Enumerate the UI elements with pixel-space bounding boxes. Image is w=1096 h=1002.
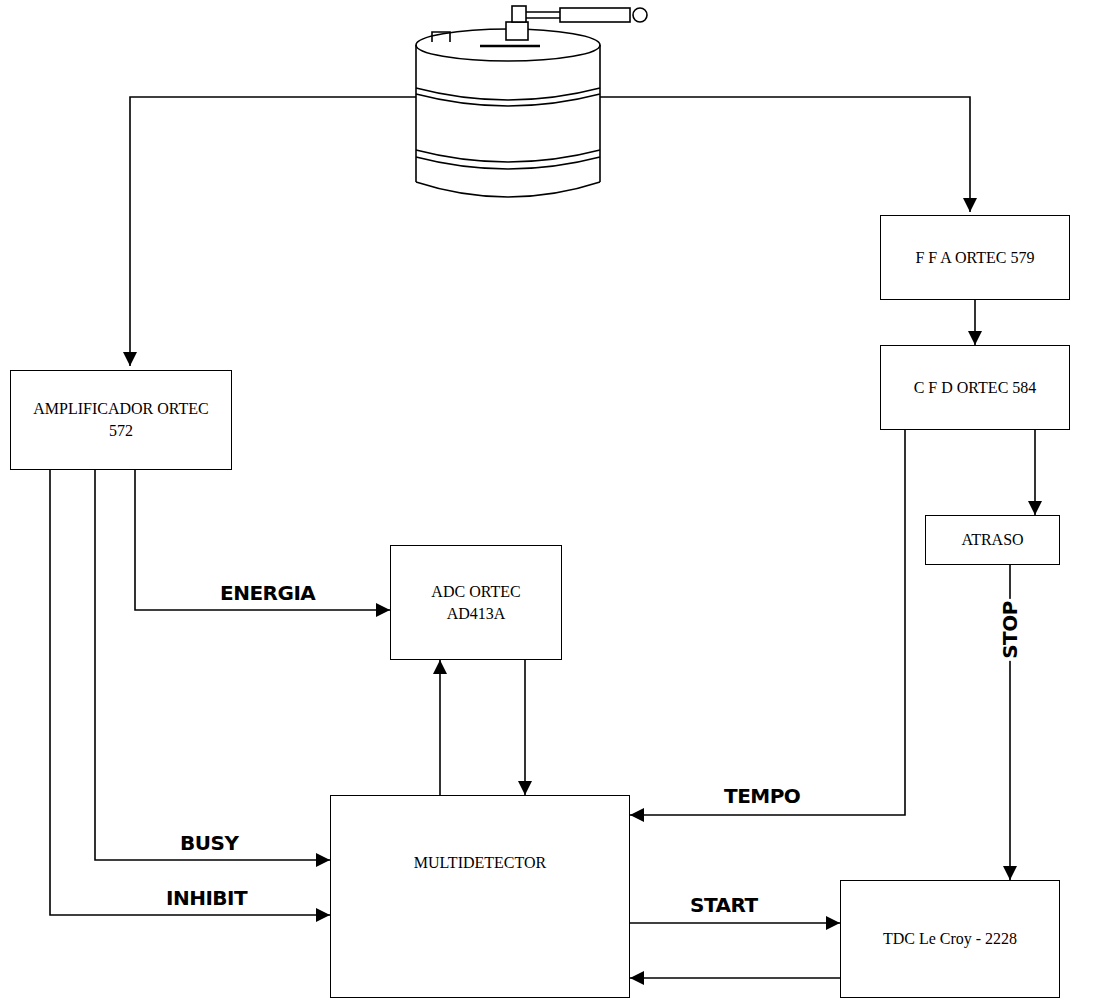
signal-name: INHIBIT [164,886,249,910]
signal-name: BUSY [178,831,240,855]
signal-connector [135,470,390,610]
tdc-box: TDC Le Croy - 2228 [840,880,1060,998]
box-label: AMPLIFICADOR ORTEC 572 [21,398,221,441]
signal-connector [630,430,905,815]
signal-connector [1034,430,1036,515]
signal-name: STOP [998,599,1022,661]
signal-connector [524,660,526,795]
adc-box: ADC ORTEC AD413A [390,545,562,660]
delay-box: ATRASO [925,515,1060,565]
signal-connector [974,300,976,345]
signal-name: ENERGIA [218,581,317,605]
signal-connector [630,977,840,979]
detector-drawing [416,6,647,197]
box-label: ADC ORTEC AD413A [401,581,551,624]
box-label: ATRASO [961,529,1023,551]
amplifier-box: AMPLIFICADOR ORTEC 572 [10,370,232,470]
signal-connector [630,922,840,924]
signal-connector [439,660,441,795]
amplifier-box: F F A ORTEC 579 [880,215,1070,300]
box-label: C F D ORTEC 584 [914,377,1037,399]
signal-wire [130,97,970,366]
signal-name: TEMPO [722,784,802,808]
multidetector-box: MULTIDETECTOR [330,795,630,998]
signal-connector [50,470,330,915]
box-label: F F A ORTEC 579 [915,247,1034,269]
box-label: TDC Le Croy - 2228 [883,928,1017,950]
signal-name: START [688,893,760,917]
signal-connector [95,470,330,860]
box-label: MULTIDETECTOR [414,852,546,874]
discriminator-box: C F D ORTEC 584 [880,345,1070,430]
